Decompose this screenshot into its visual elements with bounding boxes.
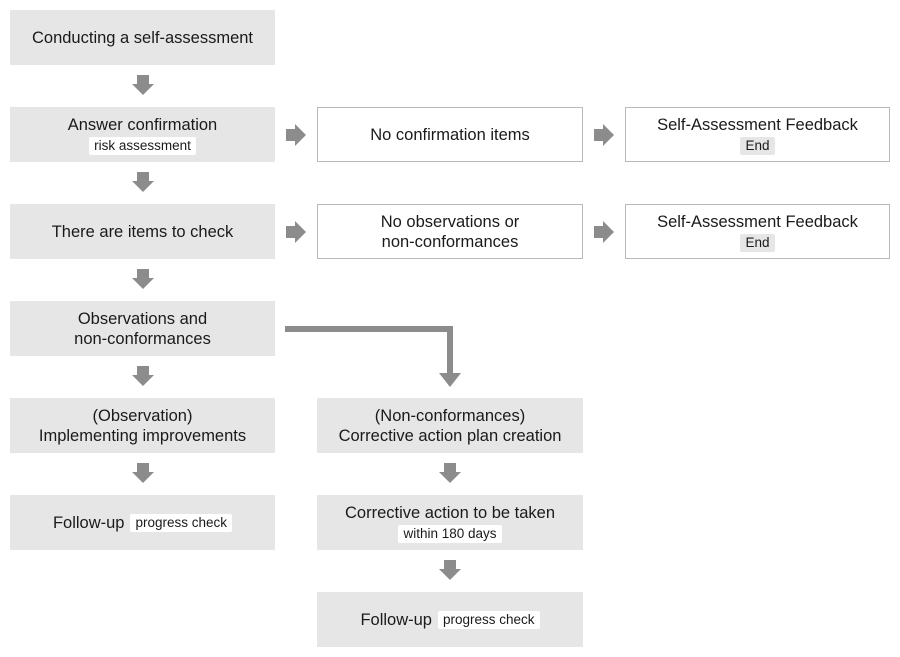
step-tag: within 180 days: [398, 524, 502, 543]
step-answer-confirmation: Answer confirmation risk assessment: [10, 107, 275, 162]
arrow-right-4: [594, 221, 614, 243]
step-self-assessment: Conducting a self-assessment: [10, 10, 275, 65]
step-no-observations: No observations or non-conformances: [317, 204, 583, 259]
step-nonconformance-branch: (Non-conformances) Corrective action pla…: [317, 398, 583, 453]
step-observation-branch: (Observation) Implementing improvements: [10, 398, 275, 453]
step-observations: Observations and non-conformances: [10, 301, 275, 356]
step-label: Follow-up: [360, 610, 432, 629]
step-feedback-1: Self-Assessment Feedback End: [625, 107, 890, 162]
arrow-down-1: [132, 75, 154, 95]
step-label: Answer confirmation: [67, 115, 218, 134]
step-label-line2: non-conformances: [74, 329, 211, 348]
step-label: Self-Assessment Feedback: [657, 212, 858, 231]
step-label: Conducting a self-assessment: [31, 28, 254, 47]
step-tag: progress check: [437, 610, 540, 629]
arrow-down-5: [132, 463, 154, 483]
arrow-down-4: [132, 366, 154, 386]
step-label-line1: Observations and: [77, 309, 208, 328]
step-tag: progress check: [130, 513, 233, 532]
step-tag: risk assessment: [89, 136, 196, 155]
step-label: Follow-up: [52, 513, 125, 532]
arrow-right-2: [594, 124, 614, 146]
step-corrective-action: Corrective action to be taken within 180…: [317, 495, 583, 550]
step-feedback-2: Self-Assessment Feedback End: [625, 204, 890, 259]
step-label: Self-Assessment Feedback: [657, 115, 858, 134]
step-follow-up-right: Follow-up progress check: [317, 592, 583, 647]
elbow-arrowhead: [439, 373, 461, 387]
step-items-to-check: There are items to check: [10, 204, 275, 259]
step-label-line1: No observations or: [380, 212, 520, 231]
step-follow-up-left: Follow-up progress check: [10, 495, 275, 550]
arrow-right-3: [286, 221, 306, 243]
step-label-line2: Corrective action plan creation: [338, 426, 562, 445]
step-label: Corrective action to be taken: [344, 503, 556, 522]
step-label-line2: Implementing improvements: [38, 426, 247, 445]
step-label: No confirmation items: [370, 125, 530, 144]
arrow-down-7: [439, 560, 461, 580]
step-label-line1: (Observation): [92, 406, 193, 425]
step-label: There are items to check: [51, 222, 234, 241]
elbow-connector: [285, 326, 453, 374]
end-tag: End: [740, 136, 775, 155]
step-label-line2: non-conformances: [381, 232, 519, 251]
arrow-down-6: [439, 463, 461, 483]
end-tag: End: [740, 233, 775, 252]
arrow-right-1: [286, 124, 306, 146]
arrow-down-3: [132, 269, 154, 289]
step-no-confirmation: No confirmation items: [317, 107, 583, 162]
step-label-line1: (Non-conformances): [374, 406, 526, 425]
arrow-down-2: [132, 172, 154, 192]
